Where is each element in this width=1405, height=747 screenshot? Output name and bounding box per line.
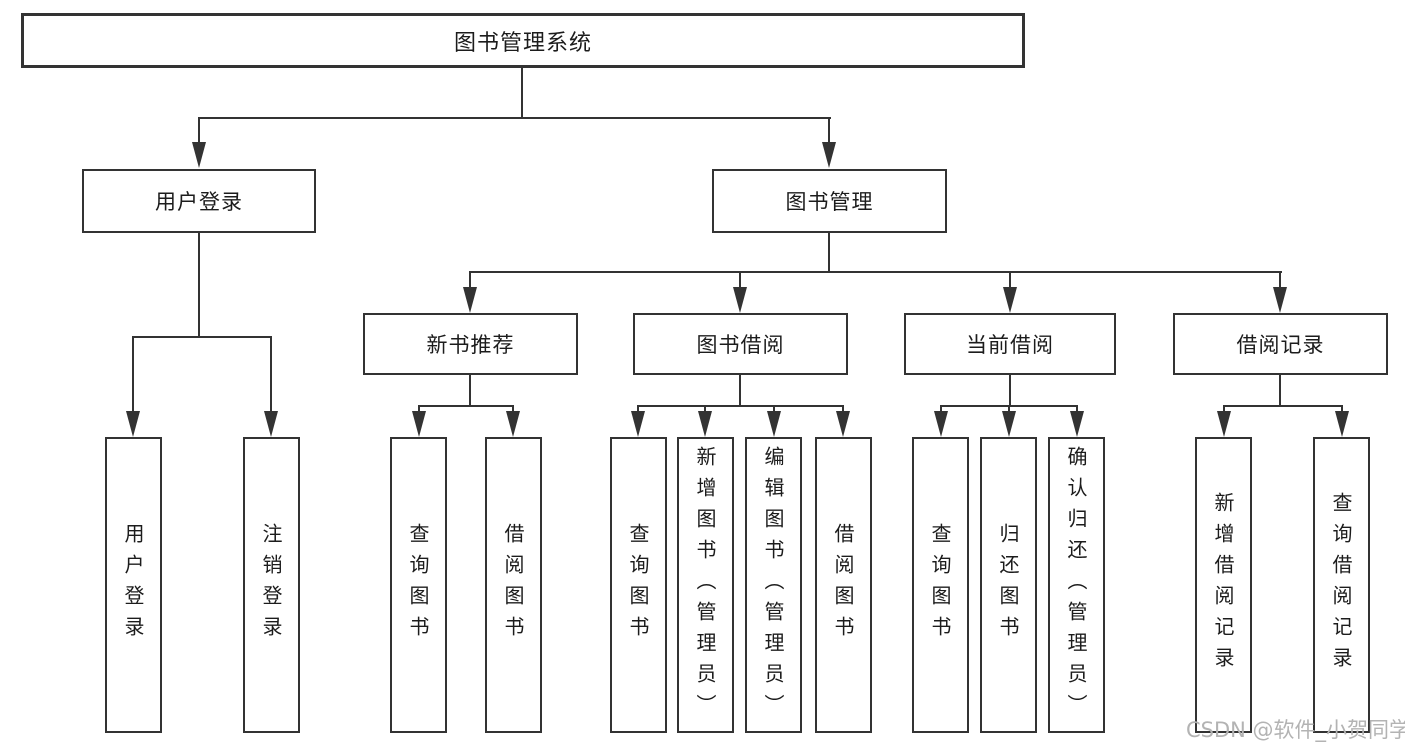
- arrowhead-down-icon: [1273, 287, 1287, 313]
- node-label: 借阅记录: [1236, 333, 1325, 357]
- connector-hline: [132, 335, 272, 339]
- leaf-user-login: 用户登录: [105, 437, 162, 733]
- node-label: 查询借阅记录: [1329, 492, 1353, 678]
- connector-vline: [269, 337, 273, 414]
- connector-vline: [468, 375, 472, 407]
- node-label: 注销登录: [259, 523, 283, 647]
- node-label: 新书推荐: [426, 333, 515, 357]
- connector-vline: [520, 68, 524, 118]
- node-label: 借阅图书: [831, 523, 855, 647]
- arrowhead-down-icon: [767, 411, 781, 437]
- connector-vline: [131, 337, 135, 414]
- arrowhead-down-icon: [1070, 411, 1084, 437]
- connector-vline: [827, 233, 831, 273]
- leaf-add-borrow-record: 新增借阅记录: [1195, 437, 1252, 733]
- arrowhead-down-icon: [192, 142, 206, 168]
- connector-vline: [1075, 406, 1079, 414]
- node-label: 新增借阅记录: [1211, 492, 1235, 678]
- node-label: 图书管理系统: [453, 30, 592, 56]
- node-label: 确认归还（管理员）: [1064, 445, 1088, 725]
- connector-vline: [636, 406, 640, 414]
- node-label: 图书借阅: [696, 333, 785, 357]
- connector-vline: [841, 406, 845, 414]
- node-label: 用户登录: [121, 523, 145, 647]
- node-label: 当前借阅: [966, 333, 1054, 357]
- connector-vline: [417, 406, 421, 414]
- leaf-query-borrow-record: 查询借阅记录: [1313, 437, 1370, 733]
- leaf-borrow-books-1: 借阅图书: [485, 437, 542, 733]
- connector-hline: [418, 404, 514, 408]
- arrowhead-down-icon: [934, 411, 948, 437]
- leaf-add-book-admin: 新增图书（管理员）: [677, 437, 734, 733]
- connector-vline: [738, 375, 742, 407]
- arrowhead-down-icon: [1002, 411, 1016, 437]
- connector-vline: [1278, 375, 1282, 407]
- arrowhead-down-icon: [836, 411, 850, 437]
- node-label: 查询图书: [928, 523, 952, 647]
- leaf-edit-book-admin: 编辑图书（管理员）: [745, 437, 802, 733]
- connector-vline: [1278, 272, 1282, 290]
- leaf-query-books-1: 查询图书: [390, 437, 447, 733]
- connector-vline: [468, 272, 472, 290]
- arrowhead-down-icon: [264, 411, 278, 437]
- leaf-borrow-books-2: 借阅图书: [815, 437, 872, 733]
- leaf-query-books-2: 查询图书: [610, 437, 667, 733]
- connector-vline: [1007, 406, 1011, 414]
- connector-vline: [1222, 406, 1226, 414]
- leaf-confirm-return-admin: 确认归还（管理员）: [1048, 437, 1105, 733]
- connector-vline: [197, 233, 201, 338]
- arrowhead-down-icon: [698, 411, 712, 437]
- node-label: 新增图书（管理员）: [693, 445, 717, 725]
- connector-vline: [1340, 406, 1344, 414]
- arrowhead-down-icon: [463, 287, 477, 313]
- node-root-system: 图书管理系统: [21, 13, 1025, 68]
- arrowhead-down-icon: [506, 411, 520, 437]
- connector-vline: [1008, 375, 1012, 407]
- leaf-query-books-3: 查询图书: [912, 437, 969, 733]
- connector-hline: [198, 116, 831, 120]
- node-book-borrowing: 图书借阅: [633, 313, 848, 375]
- arrowhead-down-icon: [412, 411, 426, 437]
- connector-vline: [197, 118, 201, 144]
- connector-vline: [1008, 272, 1012, 290]
- watermark: CSDN @软件_小贺同学: [1186, 718, 1405, 742]
- node-label: 查询图书: [626, 523, 650, 647]
- node-label: 编辑图书（管理员）: [761, 445, 785, 725]
- leaf-return-books: 归还图书: [980, 437, 1037, 733]
- connector-vline: [939, 406, 943, 414]
- arrowhead-down-icon: [1217, 411, 1231, 437]
- connector-vline: [827, 118, 831, 144]
- node-label: 用户登录: [155, 190, 243, 214]
- node-user-login: 用户登录: [82, 169, 316, 233]
- leaf-logout: 注销登录: [243, 437, 300, 733]
- arrowhead-down-icon: [126, 411, 140, 437]
- arrowhead-down-icon: [822, 142, 836, 168]
- node-book-management: 图书管理: [712, 169, 947, 233]
- connector-vline: [511, 406, 515, 414]
- node-label: 查询图书: [406, 523, 430, 647]
- node-label: 归还图书: [996, 523, 1020, 647]
- arrowhead-down-icon: [733, 287, 747, 313]
- connector-vline: [738, 272, 742, 290]
- connector-hline: [1223, 404, 1343, 408]
- node-label: 图书管理: [785, 190, 874, 214]
- arrowhead-down-icon: [1335, 411, 1349, 437]
- node-label: 借阅图书: [501, 523, 525, 647]
- node-current-borrowing: 当前借阅: [904, 313, 1116, 375]
- node-borrow-records: 借阅记录: [1173, 313, 1388, 375]
- connector-hline: [469, 270, 1282, 274]
- connector-hline: [637, 404, 844, 408]
- arrowhead-down-icon: [1003, 287, 1017, 313]
- arrowhead-down-icon: [631, 411, 645, 437]
- connector-vline: [772, 406, 776, 414]
- node-new-book-recommend: 新书推荐: [363, 313, 578, 375]
- connector-vline: [703, 406, 707, 414]
